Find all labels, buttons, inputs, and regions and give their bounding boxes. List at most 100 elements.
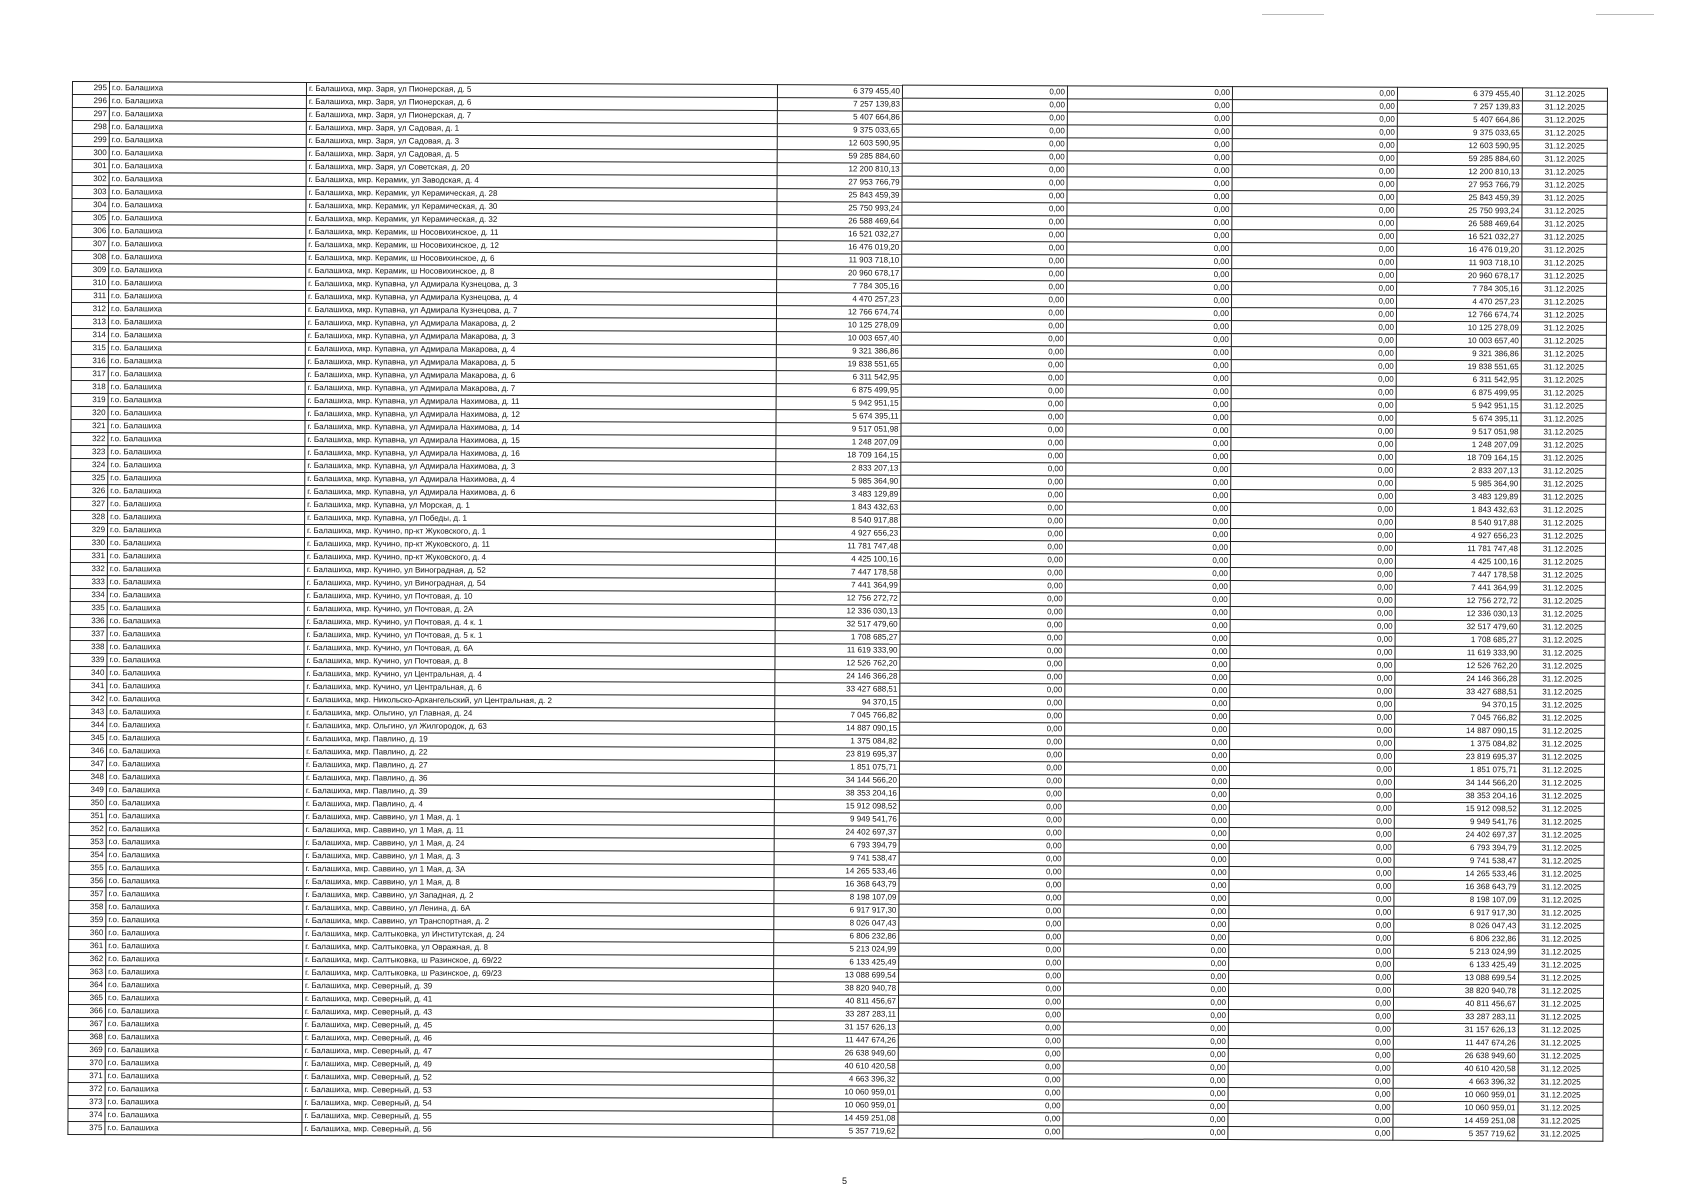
cell-municipality: г.о. Балашиха — [107, 484, 305, 499]
cell-address: г. Балашиха, мкр. Заря, ул Пионерская, д… — [306, 82, 778, 98]
cell-completion-date: 31.12.2025 — [1520, 542, 1606, 557]
cell-owner-funds: 5 985 364,90 — [1395, 477, 1521, 491]
cell-fund-local: 0,00 — [1230, 554, 1396, 569]
cell-completion-date: 31.12.2025 — [1519, 711, 1605, 726]
cell-address: г. Балашиха, мкр. Павлино, д. 36 — [303, 771, 775, 787]
cell-total-cost: 4 470 257,23 — [776, 292, 902, 307]
cell-total-cost: 3 483 129,89 — [775, 487, 901, 502]
cell-owner-funds: 1 843 432,63 — [1395, 503, 1521, 517]
cell-completion-date: 31.12.2025 — [1522, 100, 1608, 115]
cell-total-cost: 4 927 656,23 — [775, 526, 901, 541]
cell-fund-federal: 0,00 — [898, 943, 1064, 957]
cell-fund-regional: 0,00 — [1065, 423, 1232, 438]
cell-fund-local: 0,00 — [1228, 1061, 1394, 1076]
cell-address: г. Балашиха, мкр. Купавна, ул Адмирала Н… — [304, 472, 776, 488]
cell-fund-local: 0,00 — [1232, 177, 1398, 192]
cell-completion-date: 31.12.2025 — [1521, 412, 1607, 427]
cell-fund-local: 0,00 — [1230, 606, 1396, 621]
cell-row-number: 342 — [69, 692, 107, 706]
cell-fund-federal: 0,00 — [900, 553, 1066, 567]
cell-fund-federal: 0,00 — [899, 709, 1065, 723]
cell-total-cost: 9 321 386,86 — [776, 344, 902, 359]
cell-municipality: г.о. Балашиха — [105, 874, 304, 889]
cell-municipality: г.о. Балашиха — [106, 848, 304, 863]
cell-fund-federal: 0,00 — [898, 1008, 1064, 1022]
cell-completion-date: 31.12.2025 — [1519, 672, 1605, 687]
cell-fund-regional: 0,00 — [1063, 904, 1229, 919]
cell-municipality: г.о. Балашиха — [107, 562, 305, 577]
cell-row-number: 332 — [70, 562, 108, 576]
cell-total-cost: 7 257 139,83 — [777, 97, 903, 112]
cell-row-number: 374 — [67, 1108, 106, 1122]
cell-fund-local: 0,00 — [1229, 788, 1395, 803]
cell-owner-funds: 10 060 959,01 — [1393, 1088, 1519, 1102]
cell-fund-regional: 0,00 — [1065, 501, 1231, 516]
cell-completion-date: 31.12.2025 — [1520, 438, 1606, 453]
cell-row-number: 302 — [72, 172, 110, 186]
cell-owner-funds: 7 784 305,16 — [1396, 282, 1522, 296]
cell-owner-funds: 6 806 232,86 — [1393, 932, 1519, 946]
cell-fund-federal: 0,00 — [901, 345, 1067, 359]
cell-total-cost: 24 402 697,37 — [774, 825, 900, 840]
cell-row-number: 339 — [69, 653, 108, 667]
cell-fund-regional: 0,00 — [1063, 917, 1229, 932]
cell-total-cost: 12 200 810,13 — [777, 162, 903, 177]
cell-completion-date: 31.12.2025 — [1519, 802, 1605, 817]
cell-row-number: 341 — [69, 679, 107, 693]
cell-row-number: 335 — [70, 601, 108, 615]
cell-address: г. Балашиха, мкр. Салтыковка, ул Институ… — [302, 927, 774, 943]
cell-fund-regional: 0,00 — [1065, 579, 1231, 594]
cell-fund-regional: 0,00 — [1064, 813, 1230, 828]
cell-address: г. Балашиха, мкр. Кучино, ул Виноградная… — [304, 563, 776, 579]
cell-fund-local: 0,00 — [1227, 1113, 1394, 1128]
cell-owner-funds: 9 375 033,65 — [1397, 126, 1523, 140]
cell-row-number: 333 — [70, 575, 108, 589]
cell-municipality: г.о. Балашиха — [107, 419, 306, 434]
cell-owner-funds: 9 517 051,98 — [1395, 425, 1522, 439]
cell-row-number: 300 — [72, 146, 110, 160]
cell-completion-date: 31.12.2025 — [1519, 724, 1605, 739]
page-number: 5 — [842, 1176, 848, 1186]
cell-row-number: 371 — [68, 1069, 106, 1083]
cell-owner-funds: 2 833 207,13 — [1395, 464, 1521, 478]
scan-artifact-right — [1596, 14, 1654, 15]
cell-row-number: 334 — [70, 588, 108, 602]
cell-municipality: г.о. Балашиха — [105, 952, 303, 967]
cell-fund-federal: 0,00 — [898, 1073, 1064, 1087]
cell-row-number: 372 — [68, 1082, 106, 1096]
cell-owner-funds: 3 483 129,89 — [1395, 490, 1521, 504]
cell-completion-date: 31.12.2025 — [1520, 490, 1606, 505]
cell-row-number: 368 — [68, 1030, 106, 1044]
cell-owner-funds: 10 060 959,01 — [1393, 1101, 1519, 1115]
cell-row-number: 298 — [72, 120, 110, 134]
cell-fund-local: 0,00 — [1228, 957, 1394, 972]
cell-fund-regional: 0,00 — [1065, 553, 1231, 568]
cell-completion-date: 31.12.2025 — [1520, 607, 1606, 622]
cell-fund-federal: 0,00 — [901, 397, 1067, 411]
cell-fund-regional: 0,00 — [1067, 163, 1233, 178]
cell-municipality: г.о. Балашиха — [105, 1030, 303, 1045]
cell-fund-federal: 0,00 — [899, 852, 1065, 866]
cell-fund-local: 0,00 — [1229, 853, 1395, 868]
cell-owner-funds: 8 198 107,09 — [1393, 893, 1519, 907]
cell-completion-date: 31.12.2025 — [1521, 373, 1607, 388]
cell-fund-federal: 0,00 — [902, 137, 1068, 151]
cell-owner-funds: 5 407 664,86 — [1397, 113, 1523, 127]
cell-municipality: г.о. Балашиха — [105, 1082, 303, 1097]
cell-completion-date: 31.12.2025 — [1520, 516, 1606, 531]
cell-fund-local: 0,00 — [1229, 710, 1395, 725]
cell-address: г. Балашиха, мкр. Купавна, ул Адмирала К… — [305, 290, 777, 306]
cell-municipality: г.о. Балашиха — [108, 211, 306, 226]
cell-row-number: 311 — [71, 289, 109, 303]
cell-address: г. Балашиха, мкр. Никольско-Архангельски… — [303, 693, 775, 709]
cell-fund-regional: 0,00 — [1065, 605, 1231, 620]
cell-row-number: 299 — [72, 133, 110, 147]
cell-owner-funds: 6 793 394,79 — [1394, 841, 1520, 855]
cell-fund-regional: 0,00 — [1066, 293, 1232, 308]
cell-fund-local: 0,00 — [1230, 632, 1396, 647]
cell-address: г. Балашиха, мкр. Керамик, ул Заводская,… — [306, 173, 778, 189]
cell-fund-local: 0,00 — [1231, 411, 1397, 426]
cell-completion-date: 31.12.2025 — [1522, 126, 1608, 141]
cell-municipality: г.о. Балашиха — [106, 796, 304, 811]
cell-total-cost: 25 750 993,24 — [776, 201, 902, 216]
